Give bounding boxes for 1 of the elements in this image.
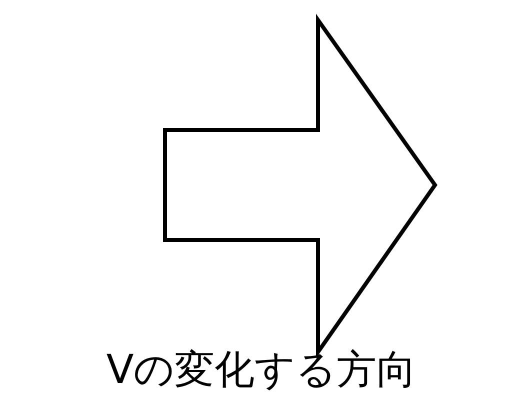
caption-text: Vの変化する方向 xyxy=(105,346,418,394)
